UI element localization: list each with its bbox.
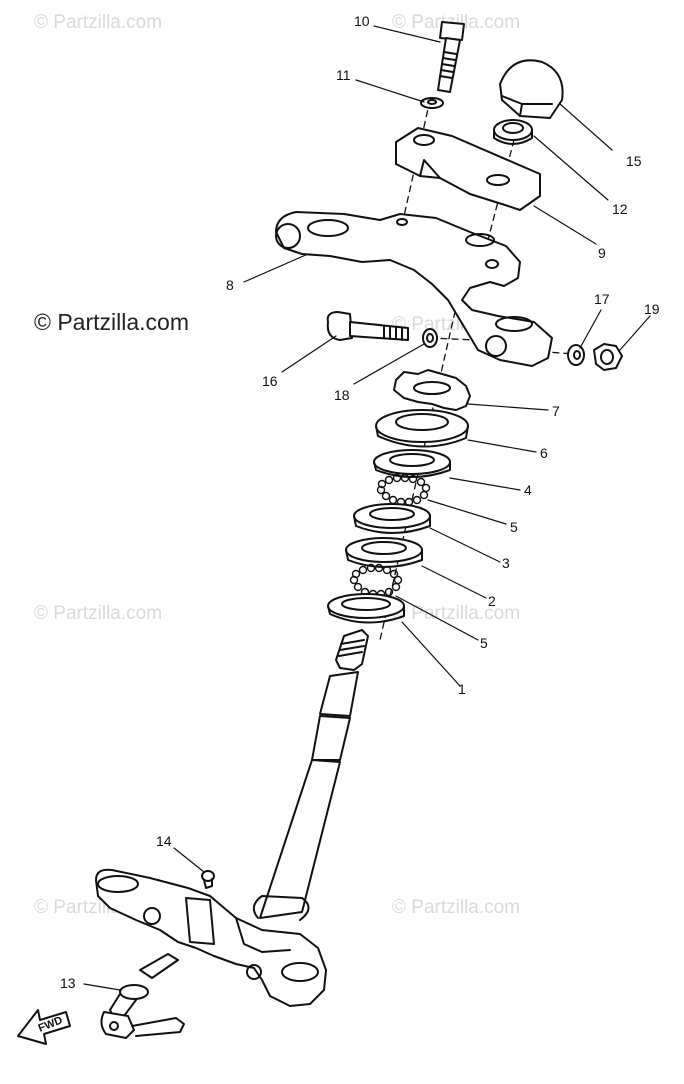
- callout-17: 17: [594, 291, 610, 307]
- part-16-pinch-bolt: [326, 311, 409, 341]
- callout-5-upper: 5: [510, 519, 518, 535]
- callout-16: 16: [262, 373, 278, 389]
- part-2-bearing-race: [345, 537, 423, 568]
- part-14-small-bolt: [201, 870, 215, 889]
- steering-stem: [252, 629, 369, 921]
- part-19-nut: [593, 343, 623, 371]
- watermark: © Partzilla.com: [34, 603, 163, 624]
- part-12-washer: [493, 119, 533, 145]
- lower-bracket: [95, 868, 327, 1007]
- callout-10: 10: [354, 13, 370, 29]
- part-4-bearing-race: [373, 449, 451, 478]
- part-9-handlebar-holder: [395, 127, 541, 211]
- callout-7: 7: [552, 403, 560, 419]
- part-5-ball-bearings-lower: [349, 563, 403, 599]
- callout-6: 6: [540, 445, 548, 461]
- callout-18: 18: [334, 387, 350, 403]
- callout-2: 2: [488, 593, 496, 609]
- part-15-cap-nut: [499, 59, 564, 119]
- part-13-steering-lock: [100, 953, 185, 1039]
- callout-14: 14: [156, 833, 172, 849]
- callout-12: 12: [612, 201, 628, 217]
- callout-4: 4: [524, 482, 532, 498]
- part-17-washer: [567, 344, 585, 366]
- callout-8: 8: [226, 277, 234, 293]
- callout-3: 3: [502, 555, 510, 571]
- part-6-bearing-cover: [375, 409, 469, 448]
- callout-11: 11: [336, 67, 351, 83]
- part-5-ball-bearings-upper: [376, 473, 431, 507]
- callout-19: 19: [644, 301, 660, 317]
- part-3-bearing-race: [353, 503, 431, 534]
- part-7-ring-nut: [393, 369, 471, 411]
- watermark-main: © Partzilla.com: [34, 309, 189, 335]
- callout-13: 13: [60, 975, 76, 991]
- watermark: © Partzilla.com: [34, 12, 163, 33]
- part-8-upper-bracket: [275, 211, 553, 367]
- watermark: © Partzilla.com: [392, 603, 521, 624]
- callout-5-lower: 5: [480, 635, 488, 651]
- forward-direction-arrow: [17, 1009, 71, 1045]
- part-18-washer: [422, 328, 438, 348]
- part-11-washer: [420, 97, 444, 109]
- callout-9: 9: [598, 245, 606, 261]
- callout-1: 1: [458, 681, 466, 697]
- watermark: © Partzilla.com: [392, 897, 521, 918]
- callout-15: 15: [626, 153, 642, 169]
- part-10-bolt: [437, 21, 465, 93]
- part-1-bearing-race: [327, 593, 405, 624]
- leader-lines: [83, 25, 651, 991]
